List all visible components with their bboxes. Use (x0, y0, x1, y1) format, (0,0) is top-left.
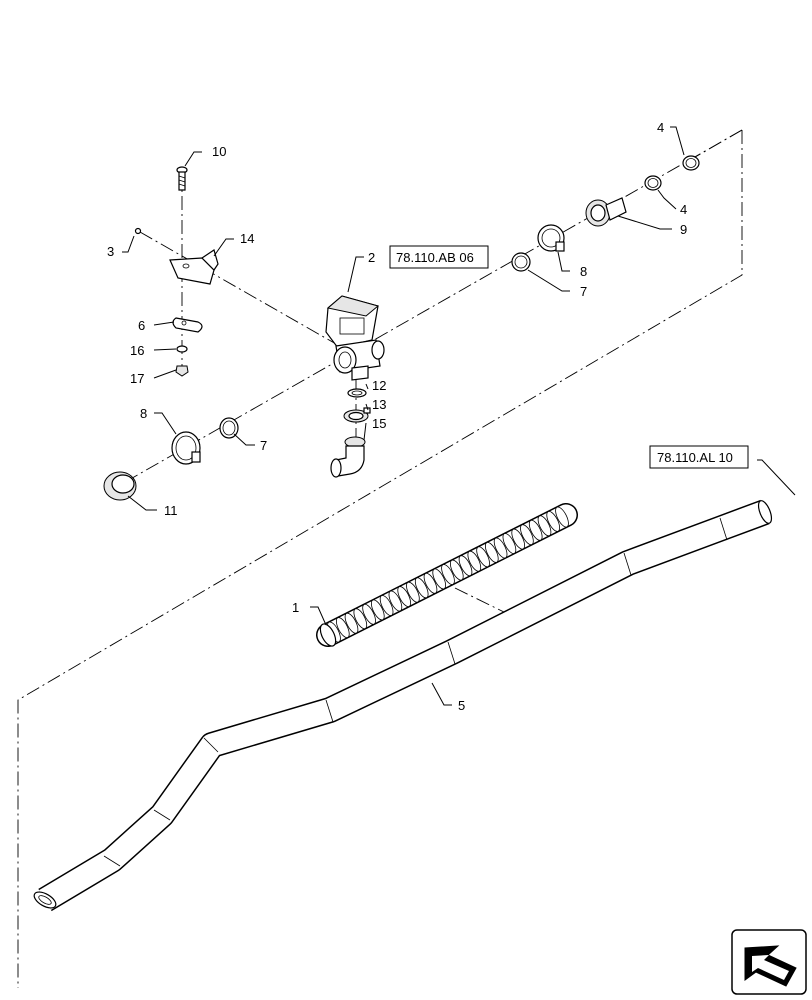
sleeve-rib (335, 617, 350, 639)
sleeve-rib (406, 581, 420, 603)
callout-9: 9 (680, 222, 687, 237)
leader-lines (122, 126, 796, 706)
sleeve-rib (449, 559, 464, 581)
part-9-fitting (585, 197, 627, 227)
next-page-arrow-icon[interactable] (731, 929, 807, 995)
reference-box-al[interactable]: 78.110.AL 10 (649, 445, 749, 469)
part-3-pin (134, 227, 142, 235)
callout-10: 10 (212, 144, 226, 159)
sleeve-rib (476, 546, 490, 568)
callout-12: 12 (372, 378, 386, 393)
part-16-washer (176, 345, 188, 353)
callout-7-right: 7 (580, 284, 587, 299)
part-5-tube (33, 499, 773, 912)
sleeve-rib (528, 519, 543, 541)
callout-4-lower: 4 (680, 202, 687, 217)
part-2-valve-actuator (325, 295, 385, 381)
part-7-oring-left (219, 417, 239, 439)
callout-13: 13 (372, 397, 386, 412)
callout-16: 16 (130, 343, 144, 358)
sleeve-rib (362, 603, 376, 625)
sleeve-rib (388, 590, 403, 612)
sleeve-rib (379, 595, 394, 616)
sleeve-rib (520, 524, 534, 546)
callout-8-left: 8 (140, 406, 147, 421)
sleeve-rib (423, 572, 438, 594)
reference-al-label: 78.110.AL 10 (657, 450, 733, 465)
sleeve-rib (432, 568, 447, 590)
sleeve-rib (555, 506, 569, 528)
callout-7-left: 7 (260, 438, 267, 453)
reference-box-ab[interactable]: 78.110.AB 06 (389, 245, 489, 269)
part-6-plate (172, 317, 203, 333)
part-11-cap (103, 471, 137, 501)
part-13-clamp (343, 407, 371, 423)
callout-1: 1 (292, 600, 299, 615)
sleeve-rib (458, 555, 473, 577)
part-8-clamp-right (537, 224, 565, 252)
part-10-bolt (176, 166, 188, 191)
sleeve-rib (493, 537, 508, 559)
part-8-clamp-left (171, 431, 201, 465)
part-15-elbow-fitting (330, 436, 366, 478)
callout-3: 3 (107, 244, 114, 259)
callout-15: 15 (372, 416, 386, 431)
sleeve-rib (414, 577, 429, 599)
part-4-clip-upper (682, 155, 700, 171)
callout-4-upper: 4 (657, 120, 664, 135)
sleeve-rib (502, 533, 517, 554)
callout-5: 5 (458, 698, 465, 713)
callout-2: 2 (368, 250, 375, 265)
sleeve-rib (441, 564, 455, 585)
part-7-oring-right (511, 252, 531, 272)
sleeve-rib (467, 550, 482, 572)
callout-14: 14 (240, 231, 254, 246)
sleeve-rib (537, 515, 552, 537)
part-14-bracket (169, 249, 219, 285)
sleeve-rib (484, 541, 499, 563)
sleeve-ribs (327, 506, 569, 643)
callout-17: 17 (130, 371, 144, 386)
part-17-nut (175, 365, 189, 377)
sleeve-rib (353, 608, 368, 630)
callout-6: 6 (138, 318, 145, 333)
part-4-clip-lower (644, 175, 662, 191)
part-1-corrugated-sleeve (316, 503, 578, 647)
part-12-washer (347, 388, 367, 398)
reference-ab-label: 78.110.AB 06 (396, 250, 474, 265)
sleeve-rib (511, 528, 526, 550)
callout-8-right: 8 (580, 264, 587, 279)
sleeve-rib (397, 586, 412, 608)
callout-11: 11 (164, 503, 178, 518)
callout-labels: 10 3 14 6 16 17 8 7 11 2 12 13 15 4 4 9 … (107, 120, 687, 713)
sleeve-rib (546, 510, 561, 532)
sleeve-rib (344, 612, 359, 634)
sleeve-rib (370, 599, 385, 621)
